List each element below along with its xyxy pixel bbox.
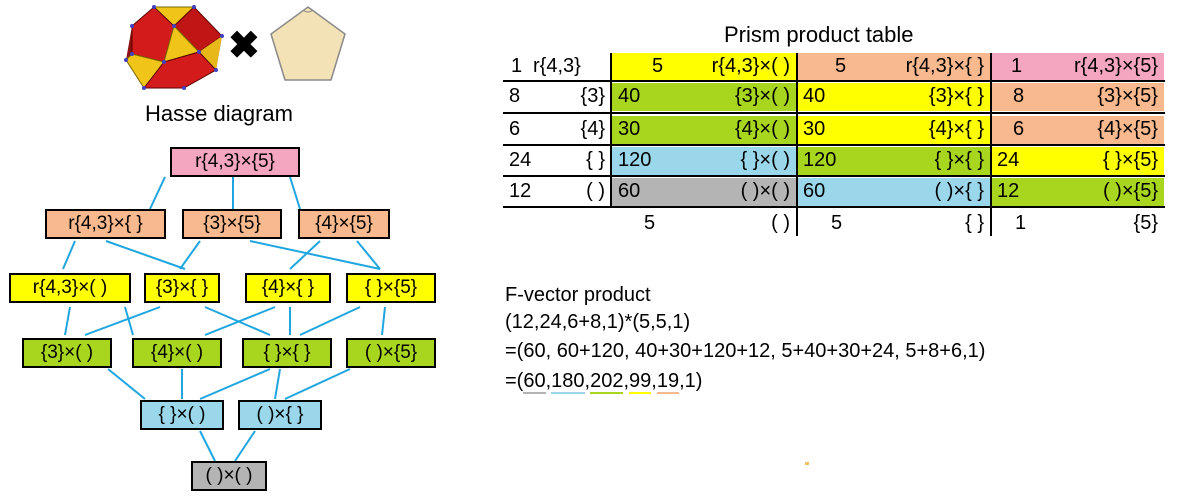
fvector-line1: (12,24,6+8,1)*(5,5,1) [505, 311, 691, 333]
hasse-node-level1: r{4,3}×{ } [45, 209, 166, 239]
pentagon-icon [270, 6, 346, 81]
cuboctahedron-icon [124, 5, 224, 90]
hasse-node-level4: { }×( ) [140, 400, 224, 430]
hasse-node-level2: r{4,3}×( ) [9, 273, 131, 303]
hasse-node-level3: {4}×( ) [132, 338, 222, 368]
table-cell: 24{ }×{5} [991, 147, 1164, 175]
table-footer: 5( ) [644, 212, 790, 234]
stray-dot [805, 462, 809, 465]
hasse-node-top: r{4,3}×{5} [170, 147, 300, 177]
table-cell: 12( )×{5} [991, 178, 1164, 206]
table-row-header: 8{3} [509, 85, 605, 107]
table-row-header: 6{4} [509, 118, 605, 140]
fvector-line2: =(60, 60+120, 40+30+120+12, 5+40+30+24, … [505, 340, 986, 362]
table-cell: 30{4}×{ } [797, 116, 990, 144]
table-cell: 120{ }×{ } [797, 147, 990, 175]
table-footer: 5{ } [831, 212, 984, 234]
hasse-node-level2: { }×{5} [346, 273, 436, 303]
hasse-edges [62, 176, 386, 462]
hasse-node-level2: {4}×{ } [245, 273, 331, 303]
table-cell: 120{ }×( ) [612, 147, 796, 175]
hasse-node-bottom: ( )×( ) [191, 461, 267, 491]
hasse-node-level3: { }×{ } [242, 338, 332, 368]
fvector-title: F-vector product [505, 284, 651, 306]
hasse-node-level2: {3}×{ } [144, 273, 220, 303]
fvector-result-value: 19 [656, 370, 680, 394]
table-cell: 6{4}×{5} [991, 116, 1164, 144]
table-cell: 60( )×{ } [797, 178, 990, 206]
table-cell: 60( )×( ) [612, 178, 796, 206]
table-grid [503, 53, 1165, 236]
hasse-node-level3: ( )×{5} [346, 338, 436, 368]
fvector-result-value: 180 [551, 370, 585, 394]
table-cell: 30{4}×( ) [612, 116, 796, 144]
fvector-result-value: 99 [629, 370, 652, 394]
hasse-node-level3: {3}×( ) [22, 338, 112, 368]
table-row-header: 24{ } [509, 149, 605, 171]
table-cell: 8{3}×{5} [991, 83, 1164, 111]
table-cell: 40{3}×{ } [797, 83, 990, 111]
table-footer: 1{5} [1015, 212, 1158, 234]
table-row-header: 12( ) [509, 180, 605, 202]
table-title: Prism product table [724, 22, 914, 47]
hasse-title: Hasse diagram [145, 101, 293, 126]
hasse-node-level4: ( )×{ } [238, 400, 322, 430]
hasse-node-level1: {4}×{5} [298, 209, 390, 239]
times-icon: ✖ [228, 25, 260, 67]
hasse-node-level1: {3}×{5} [182, 209, 282, 239]
fvector-result-value: 202 [590, 370, 624, 394]
table-cell: 40{3}×( ) [612, 83, 796, 111]
fvector-result-value: 60 [523, 370, 546, 394]
fvector-result: =(60,180,202,99,19,1) [505, 370, 703, 394]
